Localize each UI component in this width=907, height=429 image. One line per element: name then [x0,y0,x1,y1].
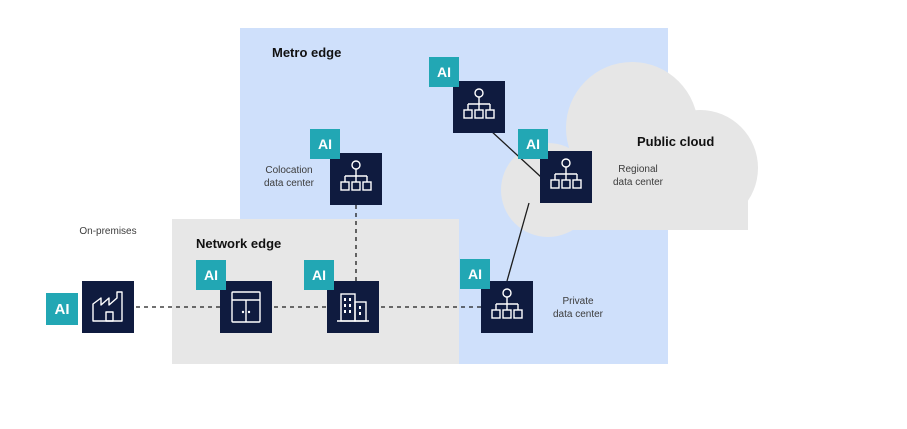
private-data-center-node[interactable] [481,281,533,333]
private-label-line2: data center [552,309,604,320]
private-label: Private data center [538,295,618,321]
factory-icon [92,291,123,322]
colocation-label: Colocation data center [248,164,330,190]
solid-link-metro-regional [489,129,542,178]
on-premises-node[interactable] [82,281,134,333]
network-edge-cabinet-node[interactable] [220,281,272,333]
ai-badge-regional: AI [518,129,548,159]
hierarchy-icon [550,158,582,189]
ai-badge-building: AI [304,260,334,290]
private-label-line1: Private [562,296,594,307]
hierarchy-icon [463,88,495,119]
ai-badge-on-premises: AI [46,293,78,325]
building-icon [337,293,369,322]
ai-badge-cabinet: AI [196,260,226,290]
regional-label-line1: Regional [618,164,658,175]
ai-badge-private: AI [460,259,490,289]
metro-edge-title: Metro edge [272,45,342,60]
regional-data-center-node[interactable] [540,151,592,203]
solid-link-private-regional [506,202,530,282]
colocation-data-center-node[interactable] [330,153,382,205]
ai-badge-colocation: AI [310,129,340,159]
public-cloud-title: Public cloud [637,134,715,149]
regional-label: Regional data center [598,163,678,189]
colocation-label-line1: Colocation [265,165,313,176]
hierarchy-icon [491,288,523,319]
colocation-label-line2: data center [263,178,315,189]
hierarchy-icon [340,160,372,191]
network-edge-building-node[interactable] [327,281,379,333]
network-edge-region [172,219,459,364]
metro-data-center-node[interactable] [453,81,505,133]
cabinet-icon [231,291,261,323]
ai-badge-metro: AI [429,57,459,87]
regional-label-line2: data center [612,177,664,188]
network-edge-title: Network edge [196,236,282,251]
on-premises-label: On-premises [79,226,137,237]
